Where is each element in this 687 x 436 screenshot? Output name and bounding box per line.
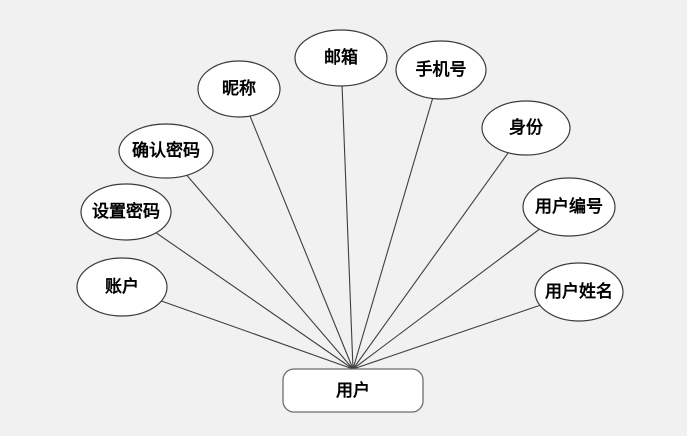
attribute-label: 用户姓名 <box>545 281 613 302</box>
attribute-ellipse <box>118 123 214 179</box>
connector-line-phone <box>352 69 442 370</box>
entity-node-user: 用户 <box>282 368 424 413</box>
attribute-node-nickname: 昵称 <box>197 60 281 118</box>
attribute-node-phone: 手机号 <box>395 40 487 100</box>
attribute-label: 手机号 <box>416 59 467 80</box>
attribute-node-user-id: 用户编号 <box>522 177 616 237</box>
connector-line-nickname <box>238 88 354 370</box>
attribute-node-account: 账户 <box>76 257 168 317</box>
attribute-node-confirm-password: 确认密码 <box>118 123 214 179</box>
attribute-ellipse <box>294 29 388 87</box>
attribute-node-user-name: 用户姓名 <box>534 262 624 322</box>
entity-rect <box>282 368 424 413</box>
attribute-ellipse <box>197 60 281 118</box>
attribute-label: 账户 <box>105 276 139 297</box>
attribute-label: 身份 <box>509 117 544 138</box>
attribute-label: 邮箱 <box>324 47 358 68</box>
attribute-node-email: 邮箱 <box>294 29 388 87</box>
attribute-ellipse <box>395 40 487 100</box>
entity-label: 用户 <box>336 380 370 401</box>
attribute-ellipse <box>80 183 172 241</box>
attribute-ellipse <box>534 262 624 322</box>
attribute-label: 确认密码 <box>132 140 200 161</box>
connector-lines <box>121 57 580 370</box>
attribute-ellipse <box>481 100 571 156</box>
attribute-label: 设置密码 <box>92 201 160 222</box>
attribute-ellipse <box>76 257 168 317</box>
attribute-node-identity: 身份 <box>481 100 571 156</box>
connector-line-email <box>340 57 354 370</box>
connector-line-confirm-password <box>165 150 354 370</box>
connector-line-set-password <box>125 211 354 370</box>
attribute-label: 昵称 <box>222 78 256 99</box>
connector-line-identity <box>352 127 527 370</box>
attribute-label: 用户编号 <box>535 196 603 217</box>
attribute-node-set-password: 设置密码 <box>80 183 172 241</box>
connector-line-user-id <box>352 206 570 370</box>
attribute-ellipse <box>522 177 616 237</box>
